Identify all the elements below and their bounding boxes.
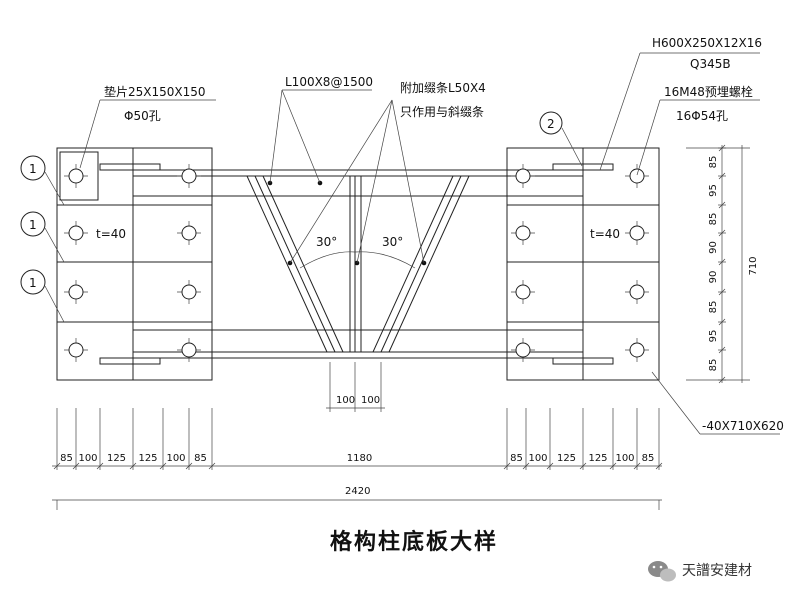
angle-left-label: 30° [316,235,337,249]
svg-text:710: 710 [748,256,759,275]
thickness-right-label: t=40 [590,227,620,241]
dim-bottom-label: 85 [510,453,523,464]
dim-bottom-label: 125 [107,453,126,464]
right-dimensions: 710 85 95 85 90 90 85 95 85 [686,144,759,384]
plate-label: -40X710X620 [702,419,784,433]
dim-bottom-label: 100 [78,453,97,464]
center-dimension: 100 100 [326,362,385,412]
bolt-holes-label: 16Φ54孔 [676,109,728,123]
bolt-hole [177,164,201,188]
dim-right-label: 85 [708,301,719,314]
h-beam-label: H600X250X12X16 [652,36,762,50]
svg-text:1: 1 [29,218,37,232]
dim-right-label: 90 [708,271,719,284]
bolt-hole [64,338,88,362]
angle-label: L100X8@1500 [285,75,373,89]
bolt-hole [625,280,649,304]
bolt-hole [625,221,649,245]
watermark: 天譜安建材 [648,561,752,582]
angle-right-label: 30° [382,235,403,249]
shim-label: 垫片25X150X150 [104,84,206,99]
marker-1-bottom: 1 [20,269,65,323]
dim-bottom-label: 125 [588,453,607,464]
dim-right-label: 90 [708,241,719,254]
dim-right-label: 85 [708,156,719,169]
dim-right-label: 85 [708,213,719,226]
extra-lacing-label: 附加缀条L50X4 [400,81,486,95]
dim-bottom-label: 85 [642,453,655,464]
bolt-hole [177,221,201,245]
thickness-left-label: t=40 [96,227,126,241]
watermark-text: 天譜安建材 [682,563,752,579]
bottom-dimensions: 2420 85 100 125 125 100 85 1180 85 100 125 125 100 8… [52,408,663,510]
marker-1-middle: 1 [20,211,65,263]
bolt-hole [625,338,649,362]
bolt-hole [64,164,88,188]
steel-grade-label: Q345B [690,57,731,71]
svg-text:2: 2 [547,117,555,131]
right-base-plate [506,147,660,381]
marker-2: 2 [539,111,583,167]
svg-text:1: 1 [29,276,37,290]
svg-text:100: 100 [336,395,355,406]
dim-right-label: 95 [708,184,719,197]
dim-right-label: 85 [708,359,719,372]
dim-bottom-label: 100 [615,453,634,464]
bolt-hole [511,338,535,362]
extra-lacing-note: 只作用与斜缀条 [400,105,484,119]
svg-text:1: 1 [29,162,37,176]
dim-bottom-label: 85 [60,453,73,464]
shim-plate [59,151,99,201]
marker-1-top: 1 [20,155,65,206]
bolt-hole [177,280,201,304]
drawing-title: 格构柱底板大样 [330,529,498,555]
left-base-plate [56,147,213,381]
bolt-hole [64,280,88,304]
dim-bottom-label: 85 [194,453,207,464]
dim-right-label: 95 [708,330,719,343]
dim-bottom-label: 100 [166,453,185,464]
dim-bottom-label: 100 [528,453,547,464]
wechat-icon [648,561,676,582]
bolts-label: 16M48预埋螺栓 [664,84,753,99]
bolt-hole [625,164,649,188]
svg-text:100: 100 [361,395,380,406]
bolt-hole [511,221,535,245]
dim-total: 2420 [345,486,370,497]
bolt-hole [64,221,88,245]
diagonal-lacing [246,175,470,353]
shim-hole-label: Φ50孔 [124,109,161,123]
dim-bottom-label: 1180 [347,453,372,464]
dim-bottom-label: 125 [557,453,576,464]
bolt-holes [64,164,649,362]
h-beam-flanges [99,163,614,365]
bolt-hole [511,280,535,304]
bolt-hole [511,164,535,188]
bolt-hole [177,338,201,362]
dim-bottom-label: 125 [138,453,157,464]
